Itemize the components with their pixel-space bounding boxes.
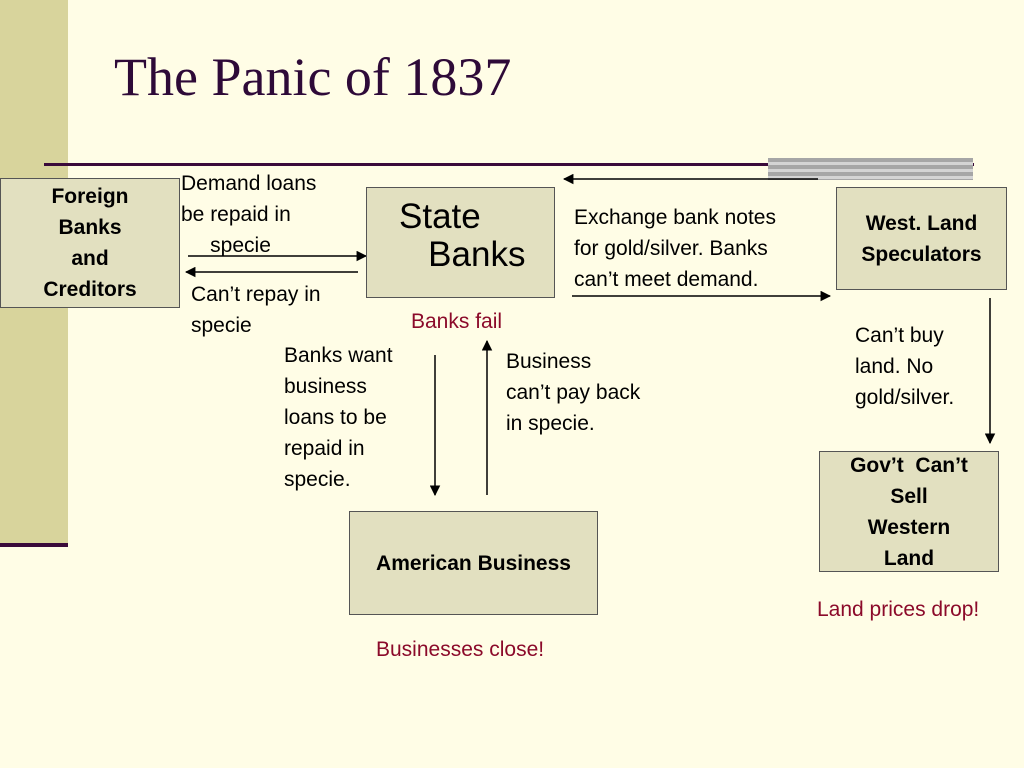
label-demand-loans: Demand loans be repaid in specie	[181, 172, 317, 257]
slide-title: The Panic of 1837	[114, 47, 512, 107]
label-cant-repay: Can’t repay in specie	[191, 283, 321, 337]
node-american-business: American Business	[349, 511, 598, 615]
node-govt-cant-sell-land: Gov’t Can’t Sell Western Land	[819, 451, 999, 572]
label-cant-buy-land: Can’t buy land. No gold/silver.	[855, 324, 955, 409]
node-west-land-speculators: West. Land Speculators	[836, 187, 1007, 290]
label-exchange-notes: Exchange bank notes for gold/silver. Ban…	[574, 206, 776, 291]
node-foreign-banks-label: Foreign Banks and Creditors	[43, 185, 137, 301]
node-state-banks-label: State Banks	[399, 197, 526, 274]
title-rule	[44, 163, 974, 166]
node-foreign-banks: Foreign Banks and Creditors	[0, 178, 180, 308]
node-american-business-label: American Business	[376, 551, 571, 575]
side-rule	[0, 543, 68, 547]
label-business-cant-pay: Business can’t pay back in specie.	[506, 350, 641, 435]
node-west-land-speculators-label: West. Land Speculators	[861, 211, 982, 266]
outcome-land-prices-drop: Land prices drop!	[817, 598, 980, 621]
node-state-banks: State Banks	[366, 187, 555, 298]
outcome-banks-fail: Banks fail	[411, 310, 503, 333]
label-banks-want: Banks want business loans to be repaid i…	[284, 344, 393, 491]
outcome-businesses-close: Businesses close!	[376, 638, 545, 661]
title-accent-bar	[768, 158, 973, 180]
node-govt-label: Gov’t Can’t Sell Western Land	[850, 453, 968, 570]
